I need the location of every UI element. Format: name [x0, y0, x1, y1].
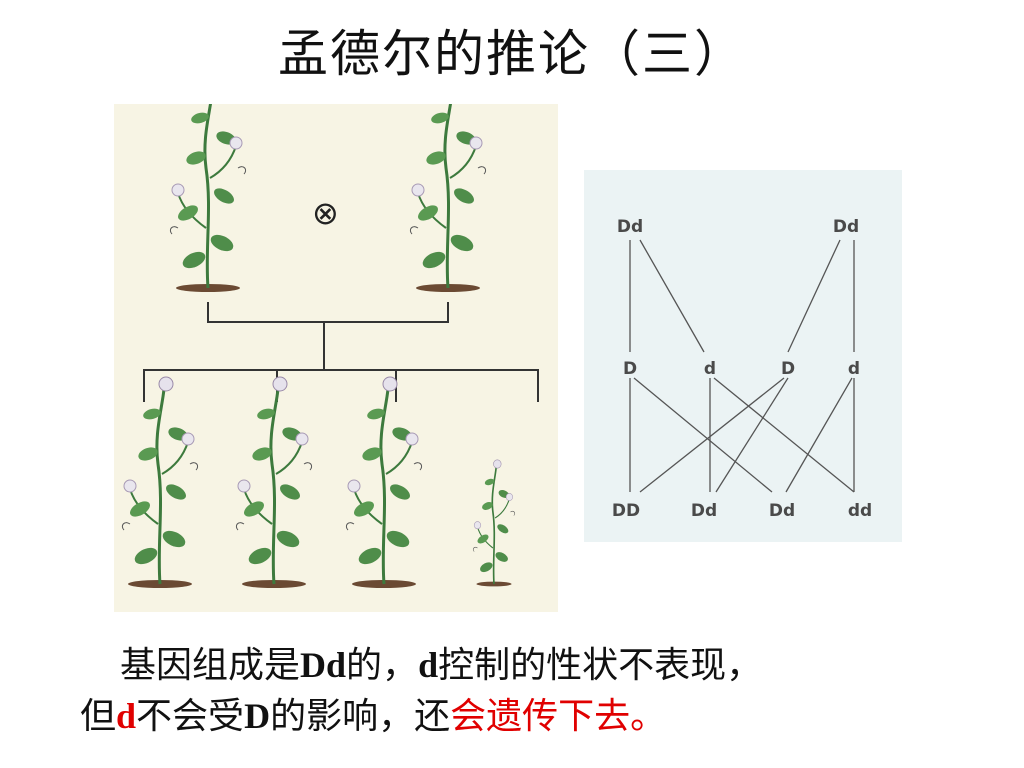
parent-genotype-left: Dd — [617, 217, 643, 237]
genotype-diagram: Dd Dd D d D d DD Dd Dd dd — [612, 217, 872, 521]
offspring-genotype-2: Dd — [691, 501, 717, 521]
diagram-lines — [629, 239, 855, 493]
offspring-genotype-3: Dd — [769, 501, 795, 521]
gamete-4: d — [848, 359, 860, 379]
offspring-plant-3 — [344, 375, 424, 590]
gamete-2: d — [704, 359, 716, 379]
pea-plant-cross-illustration — [120, 79, 539, 590]
offspring-plant-1 — [120, 375, 200, 590]
parent-plant-left — [168, 79, 248, 294]
page-title: 孟德尔的推论（三） — [278, 25, 746, 83]
offspring-genotype-4: dd — [848, 501, 872, 521]
genotype-diagram-panel: Dd Dd D d D d DD Dd Dd dd — [584, 170, 902, 542]
gamete-3: D — [781, 359, 795, 379]
offspring-plant-dwarf — [472, 458, 516, 588]
plant-illustration-panel: ⊗ — [114, 79, 558, 612]
gamete-1: D — [623, 359, 637, 379]
offspring-genotype-1: DD — [612, 501, 640, 521]
parent-connector — [207, 302, 449, 323]
caption-text: 基因组成是Dd的，d控制的性状不表现， 但d不会受D的影响，还会遗传下去。 — [80, 640, 980, 742]
offspring-connector — [143, 369, 539, 402]
parent-plant-right — [408, 79, 488, 294]
offspring-plant-2 — [234, 375, 314, 590]
self-cross-symbol: ⊗ — [312, 194, 339, 232]
caption-line-2: 但d不会受D的影响，还会遗传下去。 — [80, 696, 667, 737]
parent-genotype-right: Dd — [833, 217, 859, 237]
caption-line-1: 基因组成是Dd的，d控制的性状不表现， — [120, 645, 763, 686]
